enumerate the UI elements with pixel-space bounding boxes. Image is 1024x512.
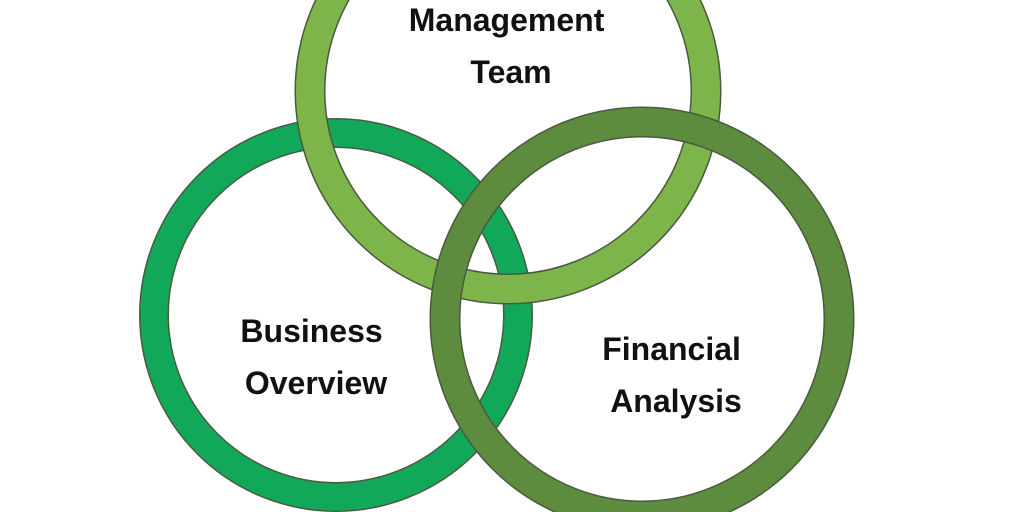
- business-overview-label-line-1: Business: [240, 313, 382, 349]
- business-overview-label: Business Overview: [240, 313, 391, 401]
- ring-business-overview-band: [140, 119, 532, 511]
- ring-financial-analysis-band: [431, 108, 853, 512]
- ring-management-team-band: [296, 0, 720, 303]
- financial-analysis-label: Financial Analysis: [602, 331, 750, 419]
- ring-management-team: [294, 0, 722, 305]
- business-overview-label-line-2: Overview: [245, 365, 387, 401]
- ring-financial-analysis: [429, 106, 855, 512]
- management-team-label-line-1: Management: [409, 2, 605, 38]
- financial-analysis-label-line-2: Analysis: [610, 383, 742, 419]
- ring-business-overview: [139, 118, 533, 512]
- management-team-label: Management Team: [409, 2, 613, 90]
- financial-analysis-label-line-1: Financial: [602, 331, 741, 367]
- management-team-label-line-2: Team: [470, 54, 551, 90]
